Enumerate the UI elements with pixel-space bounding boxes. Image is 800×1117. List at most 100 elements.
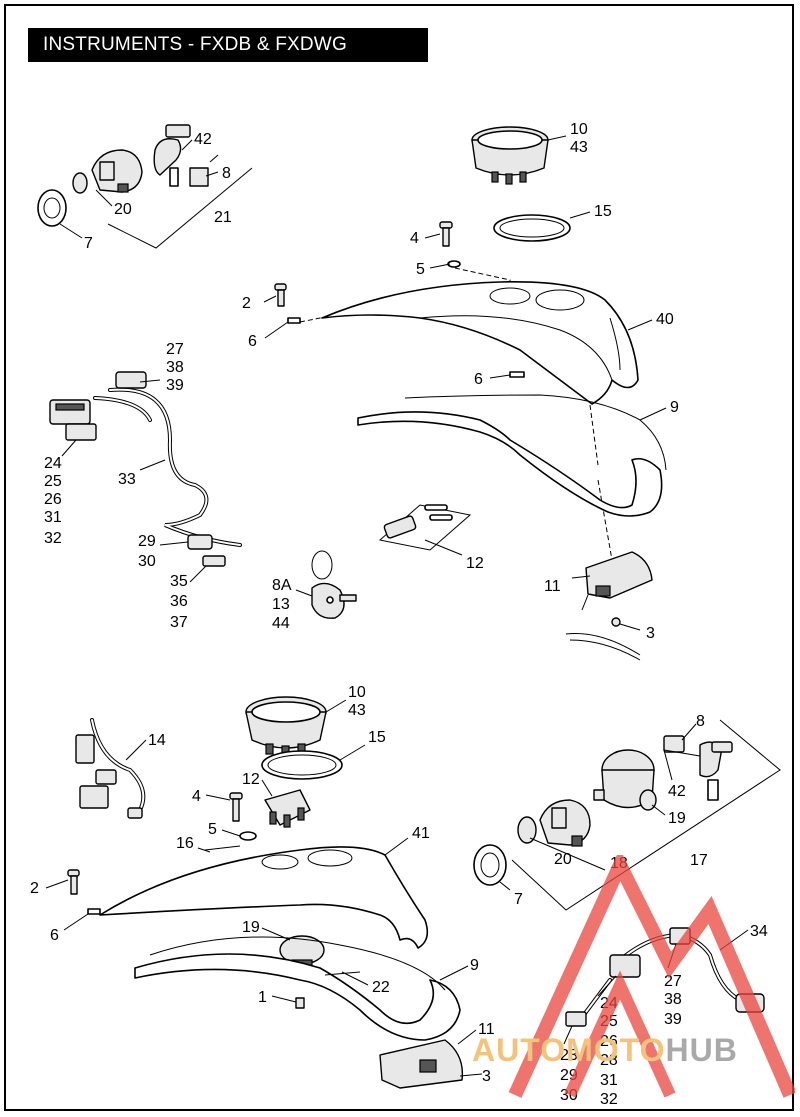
- callout-8: 8: [222, 165, 231, 182]
- callout-12: 12: [242, 771, 260, 788]
- gasket-ring-bottom: [261, 750, 343, 780]
- callout-43: 43: [570, 139, 588, 156]
- screw-2-top: [274, 283, 301, 324]
- callout-7: 7: [514, 891, 523, 908]
- callout-8A: 8A: [272, 577, 292, 594]
- callout-44: 44: [272, 615, 290, 632]
- dash-console-bottom: [99, 846, 429, 949]
- callout-37: 37: [170, 614, 188, 631]
- callout-2: 2: [242, 295, 251, 312]
- fuse-holder-top: [378, 504, 472, 551]
- watermark-text-a: AUTOMOTO: [472, 1032, 666, 1068]
- callout-19b: 19: [668, 810, 686, 827]
- console-gasket-bottom: [134, 936, 461, 1041]
- callout-14: 14: [148, 732, 166, 749]
- callout-25: 25: [44, 473, 62, 490]
- callout-13: 13: [272, 596, 290, 613]
- callout-16: 16: [176, 835, 194, 852]
- watermark-text: AUTOMOTOHUB: [472, 1032, 738, 1069]
- mounting-bracket-bottom: [379, 1039, 464, 1089]
- callout-43: 43: [348, 702, 366, 719]
- callout-20: 20: [114, 201, 132, 218]
- callout-41: 41: [412, 825, 430, 842]
- callout-15: 15: [594, 203, 612, 220]
- bottom-assembly: [67, 696, 781, 1089]
- watermark-text-b: HUB: [665, 1032, 738, 1068]
- callout-38: 38: [166, 359, 184, 376]
- callout-31: 31: [600, 1072, 618, 1089]
- wiring-harness-34: [565, 927, 765, 1027]
- callout-9: 9: [670, 399, 679, 416]
- callout-9: 9: [470, 957, 479, 974]
- watermark-logo: [508, 855, 795, 1098]
- callout-19a: 19: [242, 919, 260, 936]
- wiring-harness-top: [49, 371, 242, 567]
- callout-10: 10: [570, 121, 588, 138]
- callout-12: 12: [466, 555, 484, 572]
- callout-27: 27: [166, 341, 184, 358]
- callout-11: 11: [544, 578, 561, 595]
- callout-6b: 6: [474, 371, 483, 388]
- key-switch-right: [663, 735, 733, 801]
- callout-35: 35: [170, 573, 188, 590]
- callout-3: 3: [646, 625, 655, 642]
- callout-10: 10: [348, 684, 366, 701]
- callout-26: 26: [600, 1033, 618, 1050]
- callout-39: 39: [166, 377, 184, 394]
- top-assembly: [37, 124, 667, 661]
- callout-6: 6: [50, 927, 59, 944]
- callout-5: 5: [208, 821, 217, 838]
- callout-2: 2: [30, 880, 39, 897]
- callout-17: 17: [690, 852, 708, 869]
- callout-8: 8: [696, 713, 705, 730]
- speedometer-top: [471, 126, 549, 185]
- leader-lines: [45, 135, 749, 1077]
- gasket-ring-top: [493, 214, 571, 242]
- fuse-block-bottom: [264, 789, 311, 828]
- screw-2-bottom: [67, 869, 101, 915]
- callout-3: 3: [482, 1068, 491, 1085]
- key-fob-top: [311, 550, 357, 619]
- callout-4: 4: [410, 230, 419, 247]
- ignition-switch-top: [37, 124, 253, 249]
- callouts-top: 10 43 15 4 5 2 6 40 6 9 42 8 20 21 7 27 …: [44, 121, 679, 642]
- sensor-bottom-right: [593, 749, 657, 811]
- callout-31: 31: [44, 509, 62, 526]
- callout-29: 29: [138, 533, 156, 550]
- callout-20: 20: [554, 851, 572, 868]
- callout-4: 4: [192, 788, 201, 805]
- callout-24: 24: [44, 455, 62, 472]
- callout-21: 21: [214, 209, 232, 226]
- mounting-bracket-top: [581, 551, 653, 611]
- callout-26: 26: [44, 491, 62, 508]
- callout-38: 38: [664, 991, 682, 1008]
- diagram-frame: [4, 4, 794, 1111]
- screw-4-bottom: [204, 792, 257, 851]
- callout-23: 23: [560, 1047, 578, 1064]
- callout-36: 36: [170, 593, 188, 610]
- callout-42: 42: [668, 783, 686, 800]
- page-title: INSTRUMENTS - FXDB & FXDWG: [28, 28, 428, 62]
- callout-28: 28: [600, 1052, 618, 1069]
- callout-5: 5: [416, 261, 425, 278]
- speedometer-bottom: [245, 696, 327, 757]
- callout-32: 32: [44, 530, 62, 547]
- console-gasket-top: [357, 394, 667, 517]
- callout-33: 33: [118, 471, 136, 488]
- ignition-switch-bottom: [473, 799, 591, 886]
- callout-39: 39: [664, 1011, 682, 1028]
- screw-4-top: [439, 221, 461, 268]
- callout-7: 7: [84, 235, 93, 252]
- callout-42: 42: [194, 131, 212, 148]
- callout-1: 1: [258, 989, 267, 1006]
- dash-console-top: [321, 281, 639, 405]
- callout-22: 22: [372, 979, 390, 996]
- callout-11: 11: [478, 1021, 495, 1038]
- callout-6a: 6: [248, 333, 257, 350]
- callout-34: 34: [750, 923, 768, 940]
- callout-15: 15: [368, 729, 386, 746]
- callout-40: 40: [656, 311, 674, 328]
- callout-30: 30: [138, 553, 156, 570]
- harness-14: [75, 718, 146, 819]
